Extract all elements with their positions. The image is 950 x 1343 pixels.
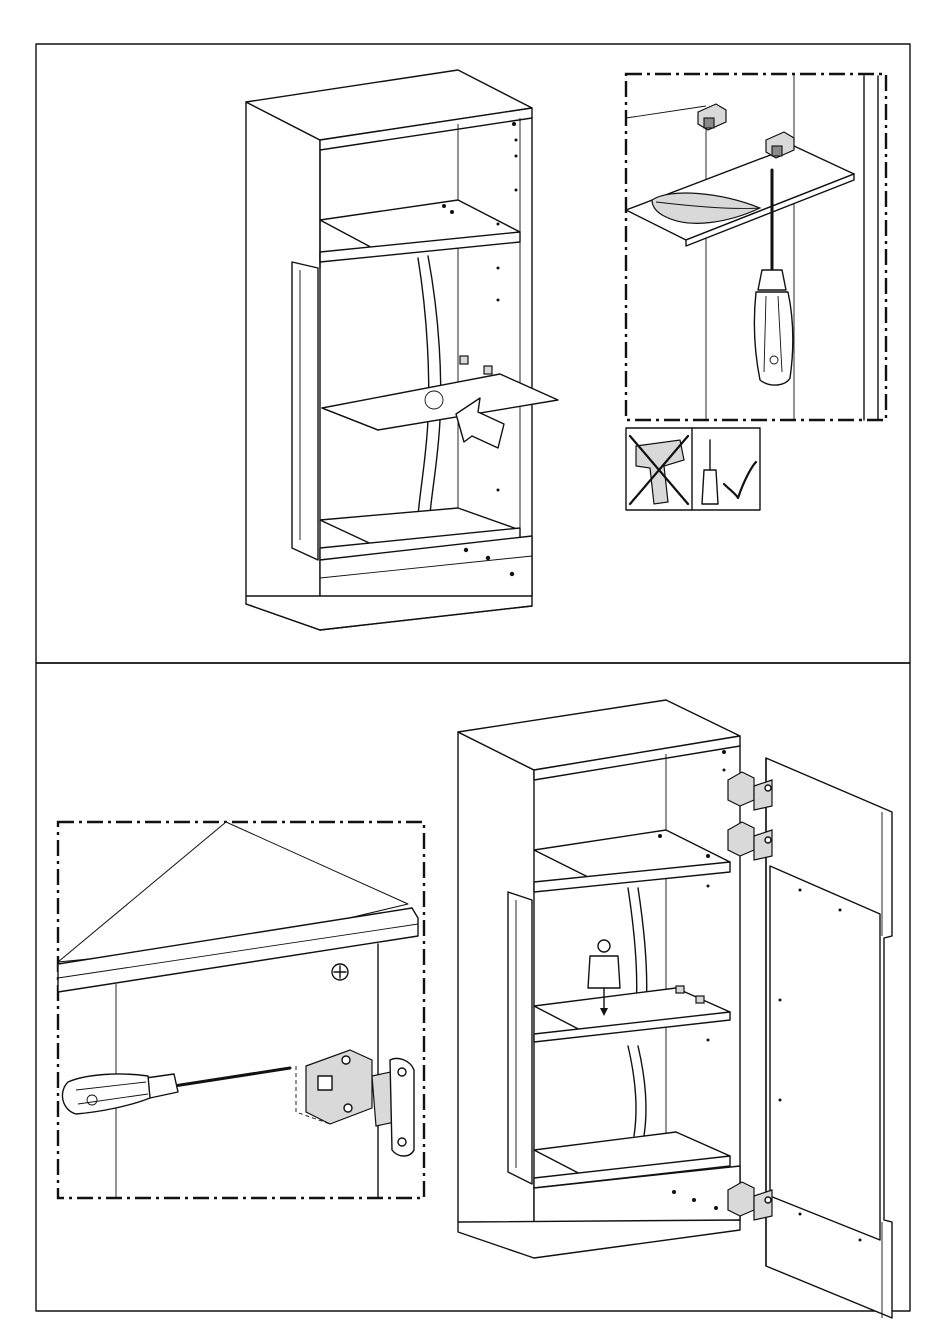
- shelf-pin-left: [698, 104, 726, 130]
- power-drill-icon: [630, 436, 688, 504]
- hinge-icon: [296, 1050, 414, 1156]
- tool-indicator: [626, 428, 760, 510]
- shelf-support-detail: [626, 74, 886, 420]
- cabinet-shelf-insertion: [246, 70, 558, 630]
- screwdriver-small-icon: [702, 440, 756, 504]
- screwdriver-horizontal-icon: [62, 1068, 290, 1114]
- hinge-screw-detail: [58, 822, 424, 1198]
- cabinet-door: [766, 758, 892, 1318]
- cabinet-door-mounting: [458, 700, 892, 1318]
